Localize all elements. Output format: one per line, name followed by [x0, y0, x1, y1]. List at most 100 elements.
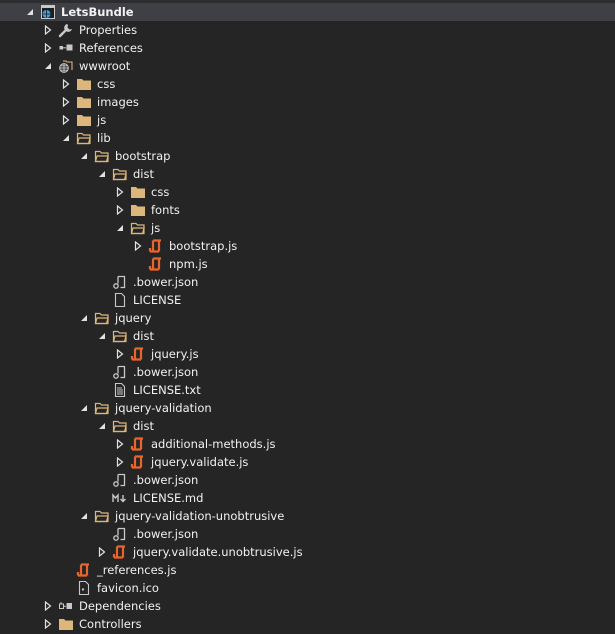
- tree-item-label: jquery.validate.js: [151, 455, 249, 469]
- tree-item[interactable]: .bower.json: [0, 363, 615, 381]
- tree-item[interactable]: jquery-validation-unobtrusive: [0, 507, 615, 525]
- collapse-arrow-icon[interactable]: [94, 327, 110, 345]
- dependencies-icon: [58, 598, 74, 614]
- js-file-icon: [130, 436, 146, 452]
- collapse-arrow-icon[interactable]: [94, 417, 110, 435]
- tree-item-label: References: [79, 41, 143, 55]
- expand-arrow-icon[interactable]: [112, 435, 128, 453]
- expand-arrow-icon[interactable]: [112, 201, 128, 219]
- markdown-file-icon: [112, 490, 128, 506]
- expand-arrow-icon[interactable]: [112, 345, 128, 363]
- tree-item[interactable]: dist: [0, 417, 615, 435]
- tree-item-label: .bower.json: [133, 527, 199, 541]
- expand-arrow-icon[interactable]: [58, 93, 74, 111]
- expand-arrow-icon[interactable]: [112, 183, 128, 201]
- tree-item-label: _references.js: [97, 563, 177, 577]
- collapse-arrow-icon[interactable]: [22, 3, 38, 21]
- tree-item[interactable]: jquery.js: [0, 345, 615, 363]
- tree-item[interactable]: jquery.validate.js: [0, 453, 615, 471]
- tree-item-label: js: [151, 221, 161, 235]
- tree-item[interactable]: lib: [0, 129, 615, 147]
- tree-item-label: Properties: [79, 23, 138, 37]
- folder-open-icon: [112, 328, 128, 344]
- folder-icon: [58, 616, 74, 632]
- tree-item[interactable]: images: [0, 93, 615, 111]
- tree-item-label: .bower.json: [133, 275, 199, 289]
- top-border: [0, 0, 615, 3]
- tree-item[interactable]: js: [0, 111, 615, 129]
- js-file-icon: [76, 562, 92, 578]
- blank-file-icon: [112, 292, 128, 308]
- folder-icon: [76, 112, 92, 128]
- folder-open-icon: [130, 220, 146, 236]
- tree-item[interactable]: npm.js: [0, 255, 615, 273]
- tree-item[interactable]: .bower.json: [0, 525, 615, 543]
- tree-item-label: .bower.json: [133, 365, 199, 379]
- tree-item[interactable]: LetsBundle: [0, 3, 615, 21]
- tree-item[interactable]: .bower.json: [0, 273, 615, 291]
- folder-open-icon: [94, 400, 110, 416]
- js-file-icon: [130, 346, 146, 362]
- tree-item[interactable]: References: [0, 39, 615, 57]
- collapse-arrow-icon[interactable]: [58, 129, 74, 147]
- tree-item[interactable]: LICENSE.txt: [0, 381, 615, 399]
- json-file-icon: [112, 274, 128, 290]
- tree-item-label: LetsBundle: [61, 5, 134, 19]
- tree-item[interactable]: bootstrap: [0, 147, 615, 165]
- tree-item-label: jquery.validate.unobtrusive.js: [133, 545, 303, 559]
- tree-item[interactable]: favicon.ico: [0, 579, 615, 597]
- tree-item[interactable]: fonts: [0, 201, 615, 219]
- expand-arrow-icon[interactable]: [130, 237, 146, 255]
- expand-arrow-icon[interactable]: [94, 543, 110, 561]
- json-file-icon: [112, 364, 128, 380]
- expand-arrow-icon[interactable]: [58, 111, 74, 129]
- tree-item[interactable]: Controllers: [0, 615, 615, 633]
- tree-item-label: wwwroot: [79, 59, 131, 73]
- tree-item[interactable]: Dependencies: [0, 597, 615, 615]
- tree-item[interactable]: jquery: [0, 309, 615, 327]
- tree-item-label: jquery: [115, 311, 152, 325]
- tree-item[interactable]: jquery.validate.unobtrusive.js: [0, 543, 615, 561]
- wrench-icon: [58, 22, 74, 38]
- expand-arrow-icon[interactable]: [58, 75, 74, 93]
- expand-arrow-icon[interactable]: [40, 39, 56, 57]
- tree-item-label: LICENSE.txt: [133, 383, 201, 397]
- tree-item[interactable]: dist: [0, 327, 615, 345]
- tree-item[interactable]: .bower.json: [0, 471, 615, 489]
- tree-item-label: dist: [133, 329, 154, 343]
- tree-item[interactable]: Properties: [0, 21, 615, 39]
- collapse-arrow-icon[interactable]: [76, 399, 92, 417]
- tree-item-label: bootstrap: [115, 149, 171, 163]
- tree-item-label: LICENSE: [133, 293, 182, 307]
- tree-item-label: css: [97, 77, 116, 91]
- collapse-arrow-icon[interactable]: [40, 57, 56, 75]
- folder-open-icon: [112, 166, 128, 182]
- tree-item[interactable]: css: [0, 183, 615, 201]
- tree-item-label: jquery-validation-unobtrusive: [115, 509, 285, 523]
- expand-arrow-icon[interactable]: [40, 615, 56, 633]
- expand-arrow-icon[interactable]: [40, 597, 56, 615]
- json-file-icon: [112, 472, 128, 488]
- project-web-icon: [40, 4, 56, 20]
- collapse-arrow-icon[interactable]: [76, 507, 92, 525]
- expand-arrow-icon[interactable]: [40, 21, 56, 39]
- js-file-icon: [148, 256, 164, 272]
- tree-item[interactable]: _references.js: [0, 561, 615, 579]
- collapse-arrow-icon[interactable]: [112, 219, 128, 237]
- tree-item[interactable]: LICENSE: [0, 291, 615, 309]
- collapse-arrow-icon[interactable]: [76, 309, 92, 327]
- folder-open-icon: [94, 148, 110, 164]
- tree-item[interactable]: LICENSE.md: [0, 489, 615, 507]
- references-icon: [58, 40, 74, 56]
- collapse-arrow-icon[interactable]: [76, 147, 92, 165]
- tree-item[interactable]: additional-methods.js: [0, 435, 615, 453]
- tree-item[interactable]: bootstrap.js: [0, 237, 615, 255]
- tree-item[interactable]: jquery-validation: [0, 399, 615, 417]
- tree-item[interactable]: css: [0, 75, 615, 93]
- tree-item[interactable]: dist: [0, 165, 615, 183]
- tree-item[interactable]: js: [0, 219, 615, 237]
- collapse-arrow-icon[interactable]: [94, 165, 110, 183]
- tree-item[interactable]: wwwroot: [0, 57, 615, 75]
- expand-arrow-icon[interactable]: [112, 453, 128, 471]
